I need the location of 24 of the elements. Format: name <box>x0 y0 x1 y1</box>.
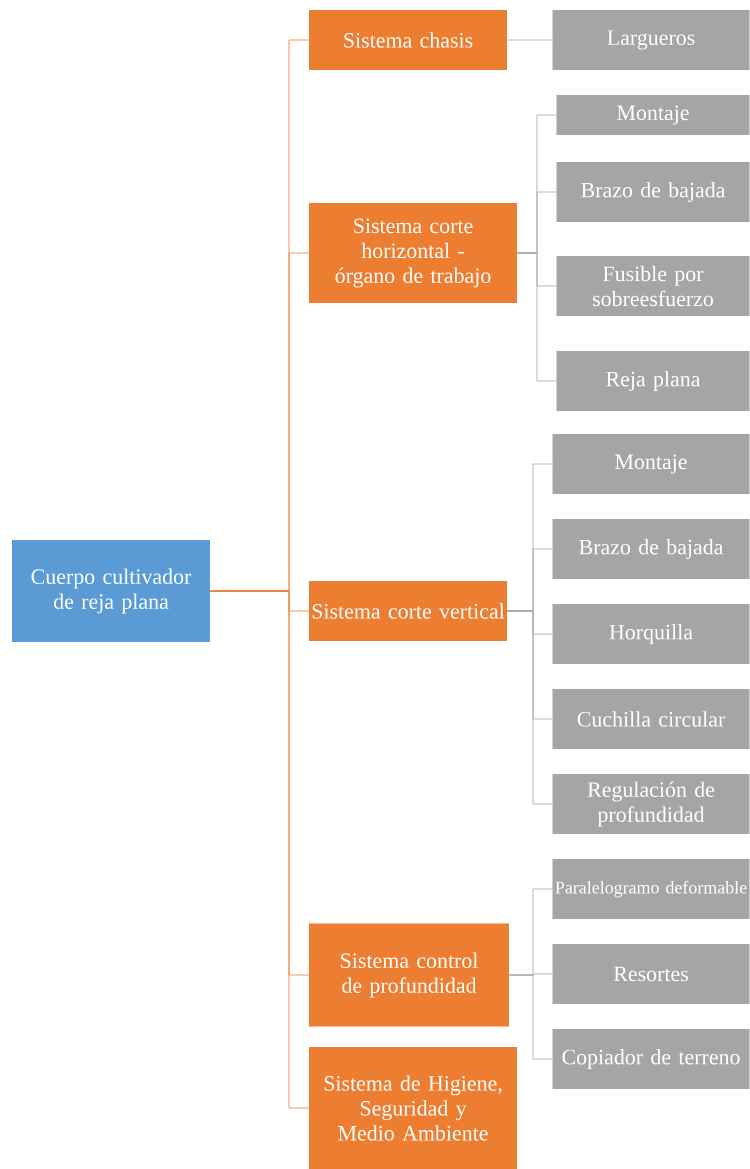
component-box: Brazo de bajada <box>556 162 750 222</box>
connector-line <box>209 590 310 1109</box>
component-box: Paralelogramo deformable <box>552 859 750 919</box>
component-box: Horquilla <box>552 604 750 664</box>
system-box: Sistema corte horizontal - órgano de trabajo <box>309 203 517 303</box>
component-box: Montaje <box>556 95 750 135</box>
component-box: Fusible por sobreesfuerzo <box>556 256 750 316</box>
system-box: Sistema chasis <box>309 10 507 70</box>
component-box: Regulación de profundidad <box>552 774 750 834</box>
system-box: Sistema control de profundidad <box>309 923 509 1027</box>
component-box: Brazo de bajada <box>552 519 750 579</box>
system-box: Sistema corte vertical <box>309 581 507 641</box>
component-box: Resortes <box>552 944 750 1004</box>
component-box: Reja plana <box>556 351 750 411</box>
component-box: Cuchilla circular <box>552 689 750 749</box>
component-box: Copiador de terreno <box>552 1029 750 1089</box>
component-box: Montaje <box>552 434 750 494</box>
system-box: Sistema de Higiene, Seguridad y Medio Ambiente <box>309 1047 517 1169</box>
connector-line <box>516 252 557 382</box>
connector-line <box>506 39 553 41</box>
connector-line <box>508 974 553 1060</box>
connector-line <box>506 610 553 805</box>
root-box: Cuerpo cultivador de reja plana <box>12 540 210 642</box>
component-box: Largueros <box>552 10 750 70</box>
